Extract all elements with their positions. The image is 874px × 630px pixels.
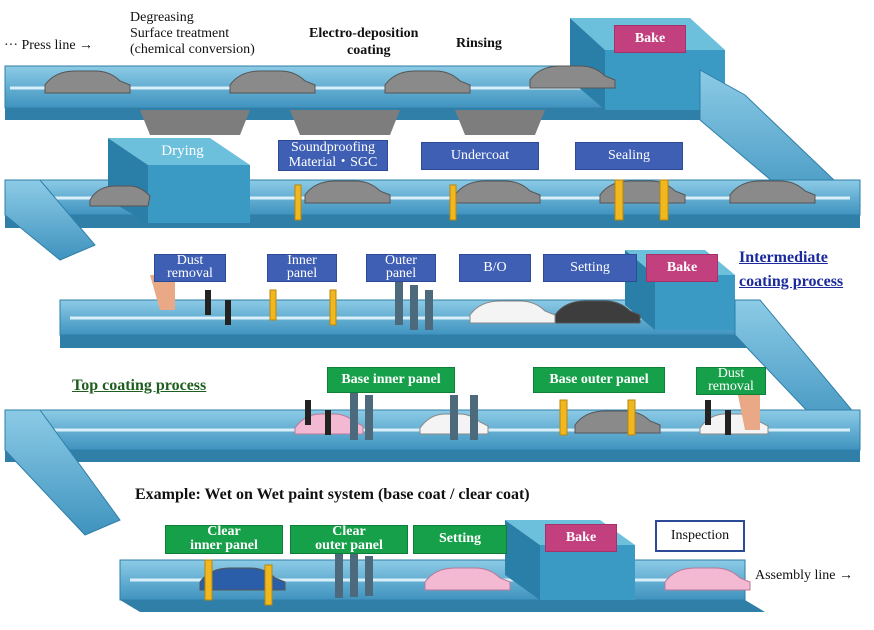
inner-panel-label: Inner bbox=[267, 253, 337, 268]
workers bbox=[205, 290, 731, 435]
intermediate-coating-title: Intermediate bbox=[739, 249, 828, 266]
clear-outer-panel-label-2: outer panel bbox=[290, 538, 408, 554]
bake-label-3: Bake bbox=[545, 524, 617, 552]
drying-label: Drying bbox=[161, 143, 204, 160]
press-line-label: ··· Press line → bbox=[4, 38, 94, 53]
dust-removal-label-b: Dust bbox=[696, 366, 766, 381]
undercoat-label: Undercoat bbox=[421, 142, 539, 170]
soundproofing-label: Soundproofing bbox=[278, 140, 388, 156]
electro-deposition-label: Electro-deposition bbox=[309, 26, 419, 41]
pink-cars bbox=[294, 413, 751, 591]
rinsing-label: Rinsing bbox=[456, 36, 502, 51]
soundproofing-label-2: Material・SGC bbox=[278, 155, 388, 171]
degreasing-label: Degreasing bbox=[130, 10, 194, 25]
robots bbox=[204, 179, 669, 606]
bo-label: B/O bbox=[459, 254, 531, 282]
bake-label-2: Bake bbox=[646, 254, 718, 282]
chemical-conversion-label: (chemical conversion) bbox=[130, 42, 255, 57]
clear-inner-panel-label: Clear bbox=[165, 524, 283, 539]
rinsing-tank bbox=[455, 110, 545, 135]
dust-removal-label-b-2: removal bbox=[696, 379, 766, 395]
degreasing-tank bbox=[140, 110, 250, 135]
base-inner-panel-label: Base inner panel bbox=[327, 367, 455, 393]
setting-label-2: Setting bbox=[413, 525, 507, 554]
dust-removal-label-a: Dust bbox=[154, 253, 226, 268]
electro-deposition-label-2: coating bbox=[347, 43, 391, 58]
surface-treatment-label: Surface treatment bbox=[130, 26, 230, 41]
top-coating-title: Top coating process bbox=[72, 377, 207, 394]
base-outer-panel-label: Base outer panel bbox=[533, 367, 665, 393]
intermediate-coating-title-2: coating process bbox=[739, 273, 844, 290]
setting-label-1: Setting bbox=[543, 254, 637, 282]
clear-inner-panel-label-2: inner panel bbox=[165, 538, 283, 554]
example-caption: Example: Wet on Wet paint system (base c… bbox=[135, 486, 530, 503]
sealing-label: Sealing bbox=[575, 142, 683, 170]
outer-panel-label-2: panel bbox=[366, 266, 436, 282]
dust-removal-label-a-2: removal bbox=[154, 266, 226, 282]
paint-booths bbox=[335, 275, 478, 598]
ed-tank bbox=[290, 110, 400, 135]
assembly-line-label: Assembly line → bbox=[755, 568, 853, 583]
dust-brushes bbox=[150, 275, 760, 430]
inspection-label: Inspection bbox=[655, 520, 745, 552]
clear-outer-panel-label: Clear bbox=[290, 524, 408, 539]
inner-panel-label-2: panel bbox=[267, 266, 337, 282]
outer-panel-label: Outer bbox=[366, 253, 436, 268]
bake-label-1: Bake bbox=[614, 25, 686, 53]
